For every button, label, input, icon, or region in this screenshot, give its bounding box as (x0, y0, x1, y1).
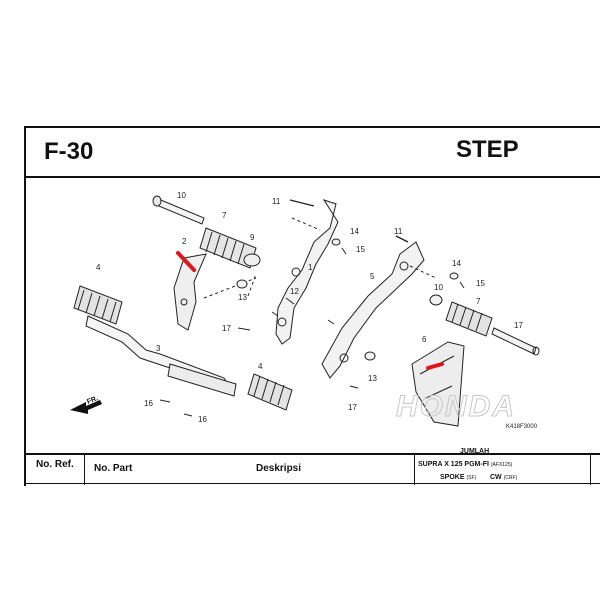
front-direction-arrow: FR. (70, 395, 102, 414)
part-6-heel-guard (411, 341, 465, 427)
part-5-bracket (321, 241, 437, 379)
callout-16: 16 (144, 399, 153, 408)
callout-5: 5 (370, 272, 375, 281)
part-12-bolt (327, 319, 335, 325)
callout-11b: 11 (394, 227, 403, 236)
highlight-mark-part-2 (176, 251, 196, 272)
exploded-parts-diagram: 10 7 9 11 1 14 15 2 4 13 12 17 3 4 16 16… (70, 191, 540, 430)
callout-1: 1 (308, 263, 313, 272)
callout-16b: 16 (198, 415, 207, 424)
callout-10: 9 (250, 233, 255, 242)
part-17-bolt-left (237, 327, 251, 331)
callout-4: 4 (96, 263, 101, 272)
callout-10b: 10 (434, 283, 443, 292)
callout-6: 6 (422, 335, 427, 344)
variant-spoke: SPOKE (SF) (440, 474, 477, 481)
part-8-pin (152, 195, 205, 225)
part-7-rubber-right (445, 301, 493, 337)
header-divider (24, 176, 600, 178)
callout-3: 3 (156, 344, 161, 353)
callout-9: 17 (514, 321, 523, 330)
part-14-washer-right (449, 272, 459, 280)
callout-4b: 4 (258, 362, 263, 371)
table-column-divider (590, 455, 591, 485)
callout-7b: 7 (476, 297, 481, 306)
col-header-no-ref: No. Ref. (36, 459, 74, 470)
part-2-bracket (173, 253, 207, 331)
callout-12: 12 (290, 287, 299, 296)
callout-2: 2 (182, 237, 187, 246)
callout-13b: 13 (368, 374, 377, 383)
part-16-bolt-b (183, 413, 193, 417)
drawing-code: K418F3000 (506, 424, 538, 430)
parts-catalog-sheet (24, 126, 600, 486)
table-column-divider (84, 455, 85, 485)
col-header-deskripsi: Deskripsi (256, 463, 302, 474)
direction-label: FR. (86, 395, 99, 406)
callout-7: 7 (222, 211, 227, 220)
part-16-bolt-a (159, 399, 171, 403)
brand-watermark: HONDA (396, 390, 516, 423)
callout-13: 13 (238, 293, 247, 302)
callout-15b: 15 (476, 279, 485, 288)
figure-title: STEP (456, 136, 519, 163)
part-4-rubber-left (73, 285, 123, 325)
part-17-bolt-right (349, 385, 359, 389)
part-10-washer (243, 253, 261, 267)
part-15-clip-left (341, 247, 347, 255)
parts-table-top-rule (24, 453, 600, 455)
callout-15: 15 (356, 245, 365, 254)
callout-17: 17 (222, 324, 231, 333)
part-11-bolt-right (395, 235, 409, 243)
col-header-no-part: No. Part (94, 463, 133, 474)
callout-14b: 14 (452, 259, 461, 268)
part-4-rubber-center (247, 373, 293, 411)
part-9-pin (491, 327, 540, 356)
callout-17b: 17 (348, 403, 357, 412)
part-10-washer-right (429, 294, 443, 306)
callout-8: 10 (177, 191, 186, 200)
parts-table-bottom-rule (24, 483, 600, 484)
part-11-bolt-left (289, 199, 315, 207)
model-name: SUPRA X 125 PGM-FI (AFX125) (418, 461, 513, 468)
highlight-mark-part-6 (426, 362, 444, 370)
table-column-divider (414, 455, 415, 485)
figure-code: F-30 (44, 138, 94, 165)
callout-14: 14 (350, 227, 359, 236)
part-3-step-bar (85, 315, 237, 397)
part-13-washer-left (236, 279, 248, 289)
part-1-bracket (271, 199, 339, 345)
variant-cw: CW (CRF) (490, 474, 518, 481)
part-13-washer-right (364, 351, 376, 361)
callout-11: 11 (272, 197, 281, 206)
part-15-clip-right (459, 281, 465, 289)
part-7-rubber-left (199, 227, 257, 269)
part-14-washer-left (331, 238, 341, 246)
col-header-jumlah: JUMLAH (460, 448, 490, 455)
